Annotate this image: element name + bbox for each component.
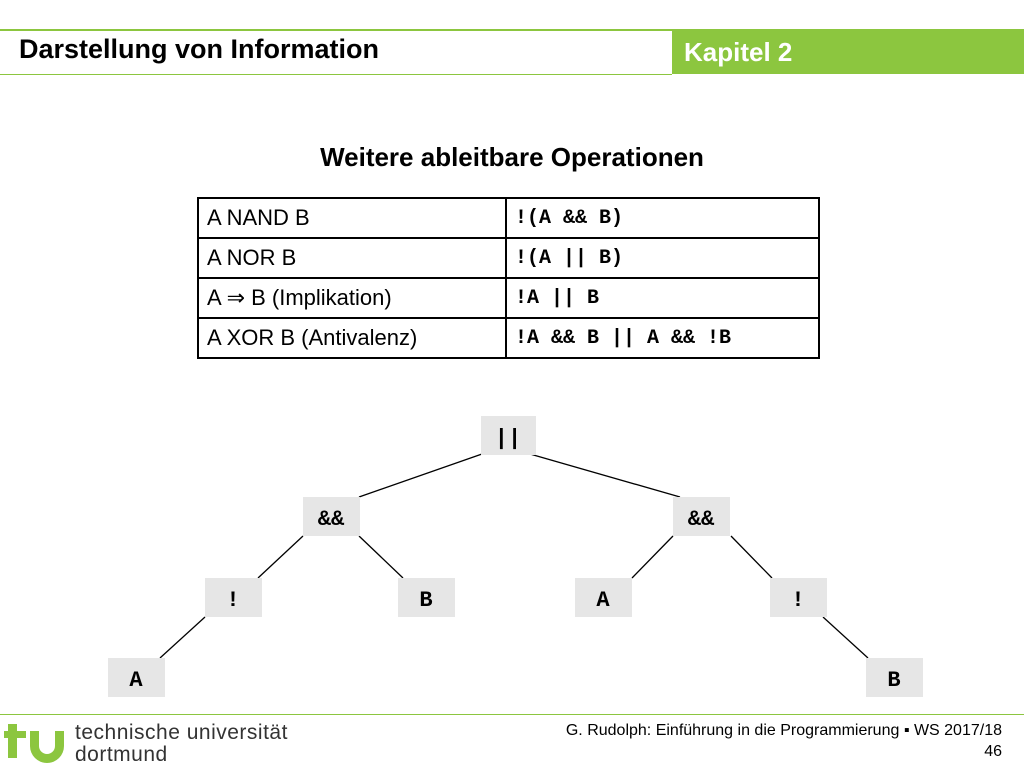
tree-node-left-b: B: [398, 578, 455, 617]
node-label: ||: [495, 426, 521, 451]
node-label: B: [887, 668, 900, 693]
operation-name: A XOR B (Antivalenz): [197, 317, 507, 359]
operation-name: A NAND B: [197, 197, 507, 239]
tree-node-left-not: !: [205, 578, 262, 617]
tree-edges: [159, 453, 869, 659]
node-label: &&: [688, 507, 715, 532]
page-number: 46: [984, 743, 1002, 760]
edge-root-right: [529, 453, 681, 498]
tree-node-left-and: &&: [303, 497, 360, 536]
header-underline: [0, 74, 672, 75]
table-row: A XOR B (Antivalenz) !A && B || A && !B: [197, 317, 820, 359]
table-row: A ⇒ B (Implikation) !A || B: [197, 277, 820, 319]
university-line-2: dortmund: [75, 743, 168, 766]
tree-node-leaf-a: A: [108, 658, 165, 697]
operations-table: A NAND B !(A && B) A NOR B !(A || B) A ⇒…: [197, 197, 820, 359]
node-label: B: [419, 588, 432, 613]
tree-node-right-not: !: [770, 578, 827, 617]
operation-expression: !(A || B): [505, 237, 820, 279]
operation-expression: !(A && B): [505, 197, 820, 239]
footer-credit: G. Rudolph: Einführung in die Programmie…: [565, 722, 1002, 739]
node-label: !: [226, 588, 239, 613]
node-label: A: [129, 668, 143, 693]
edge-and-not-right: [730, 535, 773, 579]
slide-title: Darstellung von Information: [19, 34, 380, 64]
university-line-1: technische universität: [75, 721, 288, 744]
table-row: A NAND B !(A && B): [197, 197, 820, 239]
tree-node-root: ||: [481, 416, 536, 455]
section-title: Weitere ableitbare Operationen: [320, 142, 704, 172]
footer-rule: [0, 714, 1024, 715]
node-label: !: [791, 588, 804, 613]
edge-and-not: [257, 535, 304, 579]
node-label: &&: [318, 507, 345, 532]
chapter-badge: Kapitel 2: [672, 29, 1024, 74]
chapter-label: Kapitel 2: [684, 37, 793, 67]
expression-tree: || && && ! B A ! A B: [108, 416, 923, 697]
edge-root-left: [358, 453, 483, 498]
edge-not-a: [159, 616, 206, 659]
tree-node-leaf-b: B: [866, 658, 923, 697]
operation-name: A NOR B: [197, 237, 507, 279]
operation-name: A ⇒ B (Implikation): [197, 277, 507, 319]
edge-not-b: [822, 616, 869, 659]
header-rule: [0, 29, 1024, 31]
university-name: technische universität dortmund: [75, 722, 288, 766]
edge-and-a: [631, 535, 674, 579]
edge-and-b: [358, 535, 404, 579]
tree-node-right-and: &&: [673, 497, 730, 536]
operation-expression: !A || B: [505, 277, 820, 319]
table-row: A NOR B !(A || B): [197, 237, 820, 279]
tree-node-right-a: A: [575, 578, 632, 617]
operation-expression: !A && B || A && !B: [505, 317, 820, 359]
tu-logo-icon: [4, 724, 64, 763]
node-label: A: [596, 588, 610, 613]
